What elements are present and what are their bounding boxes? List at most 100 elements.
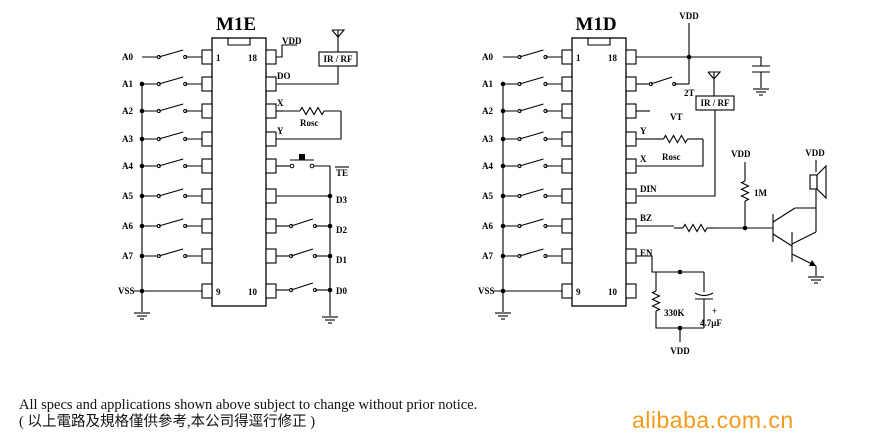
pin-left (201, 158, 213, 174)
m1e-d2-label: D2 (336, 225, 347, 235)
switch-blade (158, 103, 184, 112)
pin-right (265, 131, 277, 147)
pin-left (561, 248, 573, 264)
m1e-do-wire (276, 66, 339, 85)
m1d-title: M1D (575, 14, 616, 35)
m1d-pin1-label: 1 (576, 53, 581, 63)
pin-right (625, 158, 637, 174)
switch-blade (650, 76, 673, 85)
pin-right (625, 49, 637, 65)
m1e-antenna-icon (331, 29, 346, 52)
m1d-input-label: A5 (482, 191, 493, 201)
m1d-x-label: X (640, 154, 647, 164)
m1d-cap-label: 4.7μF (700, 318, 722, 328)
m1d-input-label: A3 (482, 134, 493, 144)
m1e-input-label: A2 (122, 106, 133, 116)
transistor-collector (791, 231, 817, 245)
pin-left (561, 188, 573, 204)
m1d-input-switch (503, 76, 562, 87)
m1e-rosc-label: Rosc (300, 118, 319, 128)
pin-right (265, 103, 277, 119)
m1d-bz-label: BZ (640, 213, 652, 223)
m1d-input-switch (503, 158, 562, 169)
m1e-y-label: Y (277, 126, 284, 136)
pin-right (265, 218, 277, 234)
m1d-cap-curved-plate (694, 292, 714, 297)
speaker-icon (809, 164, 827, 200)
switch-blade (158, 218, 184, 227)
pushbutton-contact (309, 163, 315, 169)
m1d-input-switch (503, 103, 562, 114)
m1d-pin10-label: 10 (608, 287, 618, 297)
m1d-x-wire (636, 139, 704, 167)
m1e-input-label: A0 (122, 52, 133, 62)
switch-blade (519, 49, 544, 58)
m1e-irrf-label: IR / RF (324, 54, 354, 64)
switch-blade (519, 248, 544, 257)
switch-blade (519, 158, 544, 167)
pin-right (625, 248, 637, 264)
m1d-input-label: A6 (482, 221, 493, 231)
m1d-rosc-label: Rosc (662, 152, 681, 162)
switch-blade (519, 131, 544, 140)
m1e-input-switch (142, 248, 202, 259)
pin-left (561, 158, 573, 174)
m1e-d2-switch (276, 218, 330, 229)
resistor-zigzag (663, 134, 688, 144)
pin-left (561, 131, 573, 147)
m1e-input-switch (142, 76, 202, 87)
pin-left (201, 218, 213, 234)
pin-left (201, 188, 213, 204)
pin-right (265, 158, 277, 174)
m1e-te-pushbutton (289, 154, 315, 169)
pin-right (625, 283, 637, 299)
m1e-input-label: A5 (122, 191, 133, 201)
m1d-y-label: Y (640, 126, 647, 136)
pin-right (625, 76, 637, 92)
pin-right (265, 188, 277, 204)
switch-blade (290, 282, 314, 291)
pin-right (265, 76, 277, 92)
pin-left (201, 248, 213, 264)
m1d-transistor-ground (808, 276, 824, 284)
m1d-input-switch (503, 131, 562, 142)
speaker-cone (816, 164, 827, 200)
m1d-din-wire (636, 110, 716, 197)
m1e-pin1-label: 1 (216, 53, 221, 63)
m1d-330k-resistor (651, 286, 661, 316)
m1e-input-label: A6 (122, 221, 133, 231)
m1d-vdd-speaker-label: VDD (805, 148, 825, 158)
m1e-vdd-label: VDD (282, 36, 302, 46)
m1e-input-switch (142, 188, 202, 199)
m1e-do-label: DO (277, 71, 291, 81)
m1d-input-label: A4 (482, 161, 493, 171)
m1d-antenna-icon (707, 71, 722, 96)
switch-blade (519, 188, 544, 197)
m1e-y-wire (276, 111, 342, 140)
m1d-rc-bottom-wire (655, 316, 704, 329)
ic-notch (227, 38, 251, 46)
resistor-zigzag (651, 290, 661, 312)
notice: All specs and applications shown above s… (19, 397, 477, 431)
resistor-zigzag (740, 180, 750, 202)
m1d-1m-label: 1M (754, 188, 768, 198)
pin-left (201, 103, 213, 119)
m1e-input-switch (142, 131, 202, 142)
m1e-input-switch (142, 49, 202, 60)
m1d-pin18-label: 18 (608, 53, 618, 63)
m1e-pin10-label: 10 (248, 287, 258, 297)
m1d-cap-ground (753, 88, 769, 96)
switch-blade (290, 218, 314, 227)
switch-blade (158, 248, 184, 257)
switch-blade (158, 158, 184, 167)
pin-left (561, 103, 573, 119)
speaker-body (809, 174, 818, 190)
antenna-head (331, 29, 346, 38)
pin-left (561, 218, 573, 234)
m1e-te-label: TE (336, 168, 348, 178)
pin-right (625, 131, 637, 147)
m1e-ic (201, 37, 277, 307)
pin-left (201, 76, 213, 92)
